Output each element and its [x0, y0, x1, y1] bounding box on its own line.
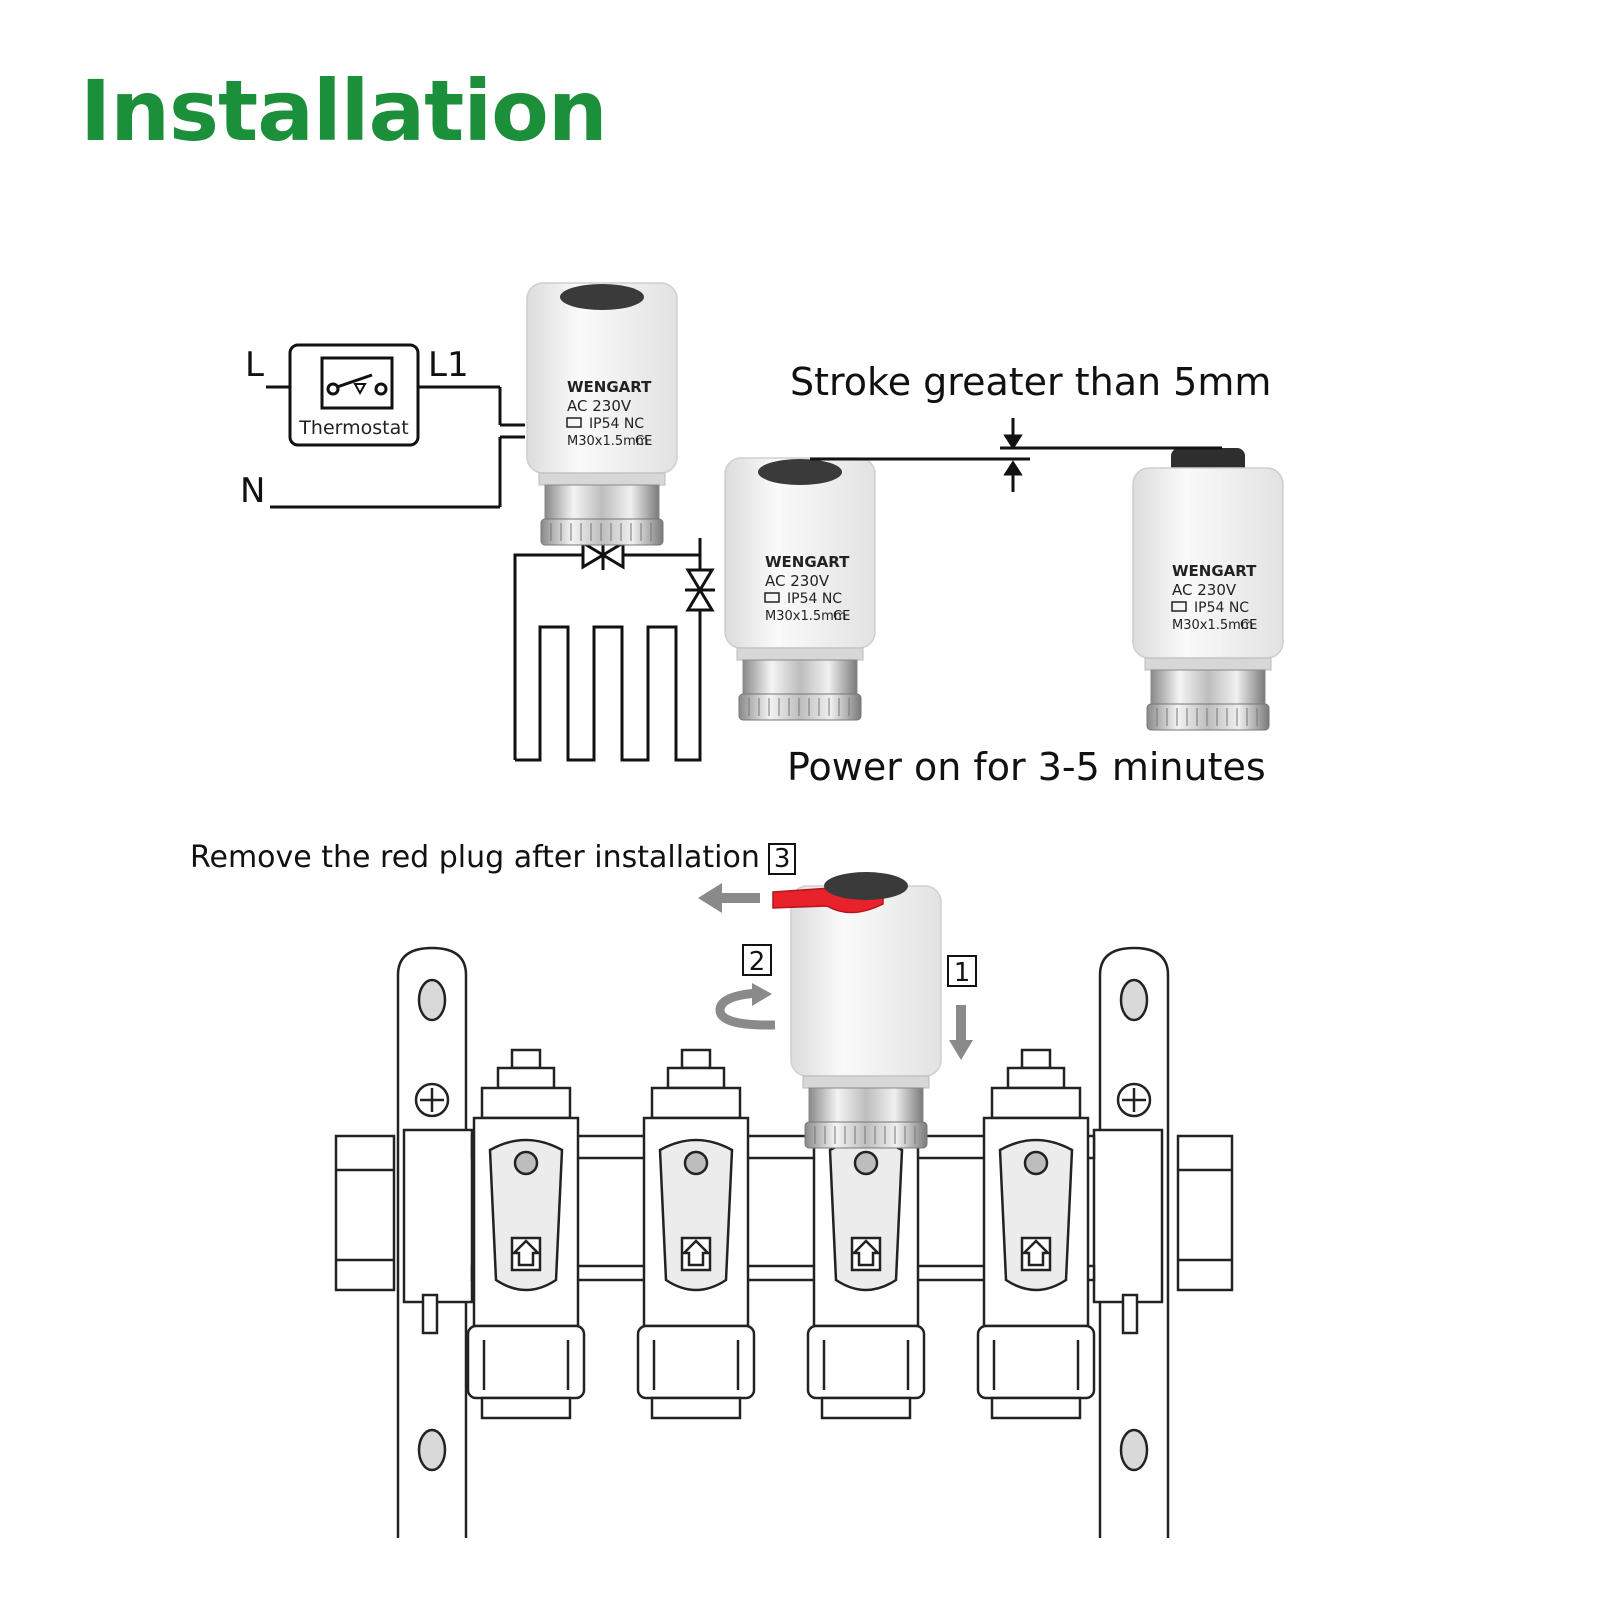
step-3-label: 3: [767, 842, 797, 875]
end-cap-left: [334, 1134, 396, 1292]
up-arrow-icon: [680, 1239, 712, 1267]
voltage-label: AC 230V: [1172, 581, 1237, 599]
valve-port: [976, 1048, 1096, 1420]
valve-icon: [685, 568, 715, 612]
power-caption: Power on for 3-5 minutes: [787, 745, 1266, 789]
heating-loop: [513, 538, 715, 762]
end-cap-right: [1176, 1134, 1234, 1292]
valve-ports: [466, 1048, 1096, 1420]
thread-label: M30x1.5mm: [765, 609, 846, 624]
valve-port: [466, 1048, 586, 1420]
rating-label: IP54 NC: [589, 416, 644, 432]
ce-mark: CE: [1240, 618, 1257, 633]
switched-live-label: L1: [428, 345, 469, 385]
voltage-label: AC 230V: [765, 572, 830, 590]
stroke-caption: Stroke greater than 5mm: [790, 360, 1272, 404]
actuator-extended: [1132, 448, 1284, 731]
rating-label: IP54 NC: [1194, 600, 1249, 616]
rating-label: IP54 NC: [787, 591, 842, 607]
up-arrow-icon: [510, 1239, 542, 1267]
step-markers: 2 1: [742, 944, 977, 988]
brand-label: WENGART: [765, 553, 850, 571]
neutral-label: N: [240, 471, 265, 511]
brand-label: WENGART: [1172, 562, 1257, 580]
voltage-label: AC 230V: [567, 397, 632, 415]
down-arrow-icon: [1003, 434, 1023, 450]
stroke-dimension: [810, 418, 1222, 492]
actuator-powered: [724, 457, 876, 721]
valve-icon: [581, 540, 625, 570]
plug-caption-text: Remove the red plug after installation: [190, 840, 760, 875]
step-2-label: 2: [749, 947, 766, 977]
live-label: L: [245, 345, 264, 385]
actuator-wired: [526, 282, 678, 546]
page-title: Installation: [80, 62, 608, 160]
actuator-mounted: [772, 872, 942, 1149]
manifold-bar-bottom: [470, 1264, 1096, 1282]
thermostat-label: Thermostat: [298, 417, 408, 439]
serpentine-coil: [515, 625, 702, 762]
manifold: [334, 946, 1234, 1538]
valve-port: [806, 1116, 926, 1420]
ce-mark: CE: [833, 609, 850, 624]
supply-pipe: [513, 553, 655, 760]
manifold-bar-top: [470, 1134, 1096, 1160]
thread-label: M30x1.5mm: [1172, 618, 1253, 633]
wiring-diagram: [266, 343, 525, 509]
down-arrow-icon: [956, 1005, 966, 1041]
brand-label: WENGART: [567, 378, 652, 396]
up-arrow-icon: [1003, 460, 1023, 476]
step-arrows: [698, 883, 973, 1060]
valve-port: [636, 1048, 756, 1420]
left-arrow-icon: [698, 883, 760, 913]
actuator-cap: [758, 459, 842, 485]
actuator-cap: [560, 284, 644, 310]
ce-mark: CE: [635, 434, 652, 449]
actuator-cap: [824, 872, 908, 900]
up-arrow-icon: [1020, 1239, 1052, 1267]
rotate-arrow-icon: [715, 988, 776, 1030]
step-1-label: 1: [954, 958, 971, 988]
thread-label: M30x1.5mm: [567, 434, 648, 449]
up-arrow-icon: [850, 1239, 882, 1267]
